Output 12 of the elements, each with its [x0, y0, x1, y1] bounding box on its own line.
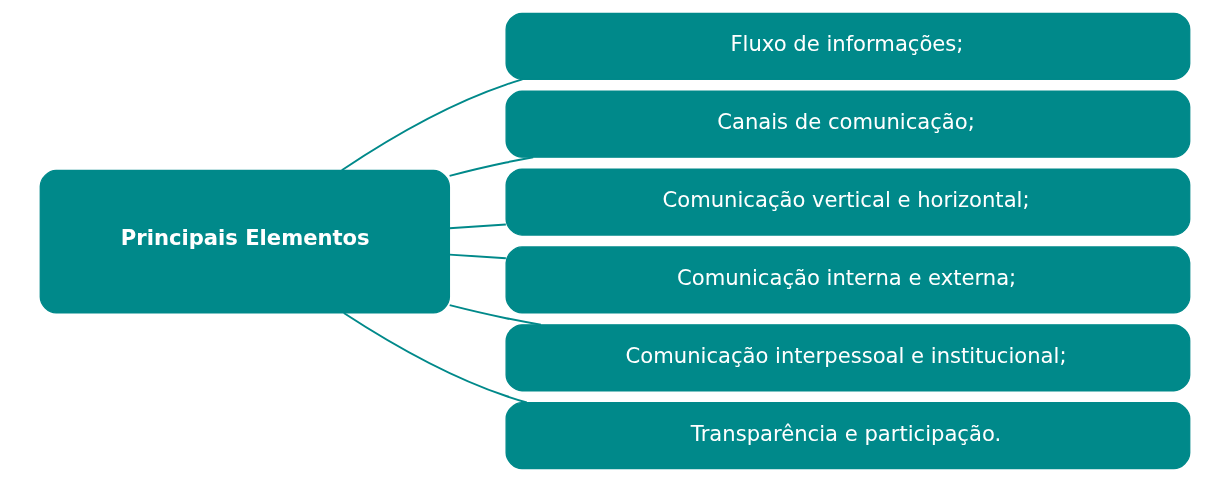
node-box: Comunicação vertical e horizontal;	[505, 168, 1191, 236]
connector	[342, 312, 528, 404]
node-box: Canais de comunicação;	[505, 90, 1191, 158]
connector	[448, 253, 507, 260]
connector	[448, 156, 535, 177]
node-box: Transparência e participação.	[505, 402, 1191, 470]
node-box: Comunicação interna e externa;	[505, 246, 1191, 314]
node-box: Principais Elementos	[39, 169, 451, 314]
connector	[340, 78, 524, 172]
node-box: Fluxo de informações;	[505, 12, 1191, 80]
node-box: Comunicação interpessoal e institucional;	[505, 324, 1191, 392]
connector	[448, 223, 507, 230]
